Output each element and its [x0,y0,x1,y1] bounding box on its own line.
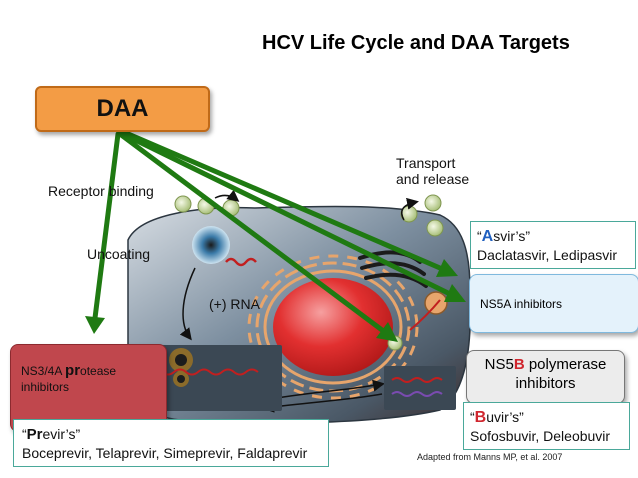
asvir-drugs: Daclatasvir, Ledipasvir [477,247,618,263]
rna-to-translation-arrow [179,267,196,341]
ns5b-inhibitors-box: NS5B polymerase inhibitors [466,350,625,404]
replicating-rna-plus [391,377,443,383]
buvir-drugs: Sofosbuvir, Deleobuvir [470,428,611,444]
virions [174,194,444,351]
rna-label: (+) RNA [209,296,260,312]
asvir-heading: “Asvir’s” [477,228,531,245]
ns5a-inhibitors-box: NS5A inhibitors [469,274,638,333]
ns5a-label: NS5A inhibitors [480,296,563,311]
previr-box: “Previr’s” Boceprevir, Telaprevir, Simep… [13,419,329,467]
release-arrow [401,197,419,221]
transport-release-label: Transport and release [396,155,469,187]
nucleus [273,278,393,376]
replication-inset [384,366,456,410]
replication-complex [424,291,448,315]
released-rna [225,257,257,267]
uncoating-label: Uncoating [87,246,151,262]
source-credit: Adapted from Manns MP, et al. 2007 [417,452,563,462]
buvir-heading: “Buvir’s” [470,409,524,426]
buvir-box: “Buvir’s” Sofosbuvir, Deleobuvir [463,402,630,450]
ns34a-line-2: inhibitors [21,380,70,394]
receptor-binding-arrow [214,189,240,202]
receptor-binding-label: Receptor binding [48,183,154,199]
daa-target-arrows [85,130,466,342]
transport-line-2: and release [396,171,470,187]
ns34a-line-1: NS3/4A protease [21,362,117,379]
translated-rna [149,368,259,376]
transport-line-1: Transport [396,155,456,171]
asvir-box: “Asvir’s” Daclatasvir, Ledipasvir [470,221,636,269]
previr-heading: “Previr’s” [22,426,81,443]
daa-box: DAA [35,86,210,132]
ns5b-line-1: NS5B polymerase [484,356,607,373]
page-title: HCV Life Cycle and DAA Targets [262,32,570,54]
previr-drugs: Boceprevir, Telaprevir, Simeprevir, Fald… [22,445,308,461]
ns5b-line-2: inhibitors [515,375,576,392]
replicating-rna-minus [391,391,443,397]
endosome [192,226,230,264]
